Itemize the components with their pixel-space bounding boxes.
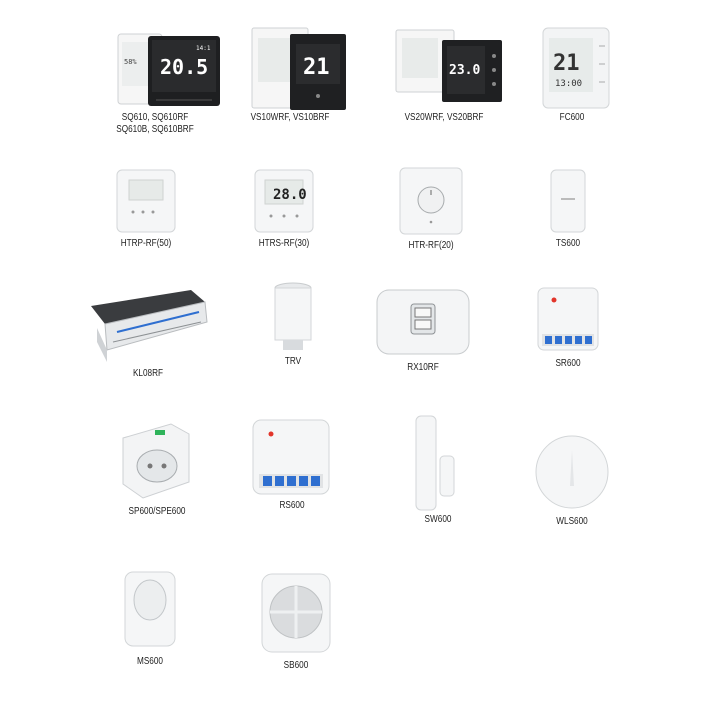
sb600-button-image xyxy=(261,573,331,653)
wls600-water-sensor-image xyxy=(535,435,609,509)
product-label: SR600 xyxy=(555,358,581,369)
product-htr: HTR-RF(20) xyxy=(351,164,511,252)
svg-text:14:1: 14:1 xyxy=(196,45,211,52)
product-label: WLS600 xyxy=(556,516,588,527)
product-label: HTR-RF(20) xyxy=(408,240,454,251)
htrp-thermostat-image xyxy=(116,169,176,233)
rx10-receiver-image xyxy=(376,289,470,355)
product-sw600: SW600 xyxy=(358,414,518,526)
product-label: MS600 xyxy=(137,656,163,667)
htrs-thermostat-image: 28.0 xyxy=(254,169,314,233)
product-vs20: 23.0 VS20WRF, VS20BRF xyxy=(364,26,524,124)
fc600-display: 21 xyxy=(553,51,580,76)
product-rs600: RS600 xyxy=(212,416,372,512)
product-label: TRV xyxy=(284,356,302,367)
product-label: VS10WRF, VS10BRF xyxy=(250,112,330,123)
vs10-thermostat-image: 21 xyxy=(251,27,346,110)
sr600-relay-image xyxy=(537,287,599,351)
product-label: FC600 xyxy=(559,112,585,123)
vs10-display: 21 xyxy=(303,55,330,80)
product-sb600: SB600 xyxy=(216,570,376,672)
product-label: RS600 xyxy=(279,500,305,511)
product-label: TS600 xyxy=(555,238,581,249)
product-label: RX10RF xyxy=(407,362,439,373)
sq610-thermostat-image: 58% 20.5 14:1 xyxy=(117,33,220,106)
vs20-thermostat-image: 23.0 xyxy=(395,29,502,102)
product-kl08: KL08RF xyxy=(68,284,228,380)
product-htrp: HTRP-RF(50) xyxy=(66,166,226,250)
ms600-motion-sensor-image xyxy=(124,571,176,647)
product-label: VS20WRF, VS20BRF xyxy=(404,112,484,123)
fc600-clock: 13:00 xyxy=(555,79,582,89)
rs600-relay-image xyxy=(252,419,330,495)
trv-actuator-image xyxy=(274,282,312,350)
product-rx10: RX10RF xyxy=(343,286,503,374)
product-label: KL08RF xyxy=(132,368,164,379)
product-ms600: MS600 xyxy=(70,566,230,668)
sq610-white-humidity: 58% xyxy=(124,58,137,66)
product-sp600: SP600/SPE600 xyxy=(77,420,237,518)
ts600-sensor-image xyxy=(550,169,586,233)
sp600-smart-plug-image xyxy=(122,423,190,499)
product-htrs: 28.0 HTRS-RF(30) xyxy=(204,166,364,250)
product-label: SP600/SPE600 xyxy=(128,506,186,517)
kl08-wiring-centre-image xyxy=(91,290,208,362)
product-label: HTRS-RF(30) xyxy=(258,238,310,249)
vs20-display: 23.0 xyxy=(449,63,480,78)
product-label: HTRP-RF(50) xyxy=(120,238,172,249)
product-label: SB600 xyxy=(283,660,309,671)
product-ts600: TS600 xyxy=(488,166,648,250)
htr-thermostat-image xyxy=(399,167,463,235)
product-trv: TRV xyxy=(213,280,373,368)
product-sr600: SR600 xyxy=(488,284,648,370)
product-wls600: WLS600 xyxy=(492,426,652,528)
sq610-black-display: 20.5 xyxy=(160,55,208,79)
product-label: SW600 xyxy=(424,514,452,525)
htrs-display: 28.0 xyxy=(273,187,307,203)
product-fc600: 21 13:00 FC600 xyxy=(492,24,652,124)
fc600-thermostat-image: 21 13:00 xyxy=(542,27,610,109)
sw600-door-sensor-image xyxy=(415,415,455,511)
product-vs10: 21 VS10WRF, VS10BRF xyxy=(210,24,370,124)
